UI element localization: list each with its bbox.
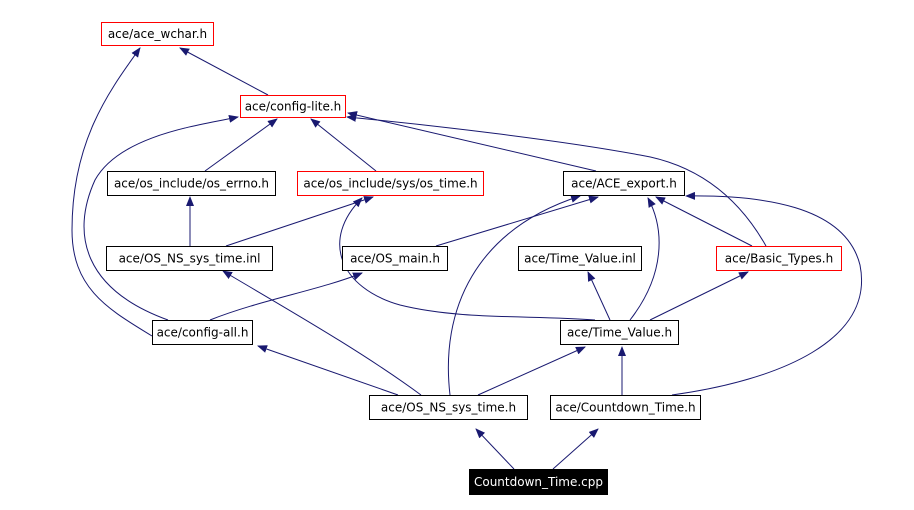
node-box — [107, 171, 276, 196]
node-os-errno[interactable]: ace/os_include/os_errno.h — [107, 171, 276, 196]
node-box — [563, 171, 685, 196]
node-label: ace/os_include/sys/os_time.h — [303, 177, 477, 191]
node-os-main[interactable]: ace/OS_main.h — [342, 246, 448, 271]
node-layer: ace/ace_wchar.h ace/config-lite.h ace/os_i… — [101, 22, 842, 495]
node-box — [716, 246, 842, 271]
node-label: ace/config-all.h — [157, 326, 249, 340]
edge-os-ns-h-to-config-all — [257, 345, 399, 396]
node-box — [297, 171, 484, 196]
edge-config-all-to-ace-wchar — [71, 47, 153, 337]
node-config-all[interactable]: ace/config-all.h — [152, 320, 253, 345]
node-box — [240, 95, 346, 118]
node-box — [101, 22, 214, 46]
node-label: ace/Countdown_Time.h — [555, 401, 695, 415]
node-ace-export[interactable]: ace/ACE_export.h — [563, 171, 685, 196]
edge-time-value-to-os-time — [339, 197, 596, 321]
edge-os-main-to-ace-export — [435, 195, 599, 247]
node-os-time[interactable]: ace/os_include/sys/os_time.h — [297, 171, 484, 196]
edge-time-value-to-basic-types — [649, 271, 749, 321]
edge-config-all-to-os-main — [209, 272, 363, 321]
edge-time-value-to-ace-export — [629, 197, 660, 321]
node-countdown-h[interactable]: ace/Countdown_Time.h — [550, 395, 701, 420]
node-os-ns-inl[interactable]: ace/OS_NS_sys_time.inl — [106, 246, 273, 271]
node-label: ace/Time_Value.inl — [524, 252, 636, 266]
node-box — [550, 395, 701, 420]
edge-config-all-to-config-lite — [83, 114, 239, 321]
node-label: ace/OS_main.h — [350, 252, 440, 266]
edge-layer — [71, 47, 863, 470]
node-tv-inl[interactable]: ace/Time_Value.inl — [518, 246, 642, 271]
node-label: ace/config-lite.h — [245, 100, 342, 114]
node-box — [560, 320, 679, 345]
node-box — [152, 320, 253, 345]
edge-basic-types-to-config-lite — [346, 113, 767, 247]
edge-os-ns-h-to-ace-export — [447, 194, 581, 396]
node-label: ace/OS_NS_sys_time.h — [381, 401, 516, 415]
node-label: ace/ACE_export.h — [571, 177, 677, 191]
edge-countdown-cpp-to-os-ns-h — [475, 428, 515, 470]
node-countdown-cpp: Countdown_Time.cpp — [469, 469, 608, 495]
node-label: ace/OS_NS_sys_time.inl — [119, 252, 261, 266]
node-label: ace/Time_Value.h — [567, 326, 672, 340]
node-box — [369, 395, 528, 420]
edge-os-ns-inl-to-os-time — [225, 196, 374, 247]
edge-ace-export-to-config-lite — [347, 111, 597, 172]
node-box — [106, 246, 273, 271]
node-basic-types[interactable]: ace/Basic_Types.h — [716, 246, 842, 271]
edge-os-ns-h-to-os-ns-inl — [222, 270, 422, 396]
edge-basic-types-to-ace-export — [655, 196, 753, 247]
node-os-ns-h[interactable]: ace/OS_NS_sys_time.h — [369, 395, 528, 420]
node-config-lite[interactable]: ace/config-lite.h — [240, 95, 346, 118]
edge-os-errno-to-config-lite — [204, 118, 278, 172]
edge-time-value-to-tv-inl — [587, 271, 611, 321]
edge-countdown-cpp-to-countdown-h — [552, 428, 599, 470]
node-label: ace/Basic_Types.h — [725, 252, 833, 266]
node-label: ace/ace_wchar.h — [108, 27, 207, 41]
node-ace-wchar[interactable]: ace/ace_wchar.h — [101, 22, 214, 46]
edge-os-time-to-config-lite — [310, 118, 377, 172]
node-box — [469, 469, 608, 495]
edge-countdown-h-to-ace-export — [671, 191, 863, 396]
node-box — [342, 246, 448, 271]
node-label: ace/os_include/os_errno.h — [114, 177, 269, 191]
node-label: Countdown_Time.cpp — [474, 475, 603, 489]
edge-config-lite-to-ace-wchar — [179, 47, 269, 96]
node-box — [518, 246, 642, 271]
edge-os-ns-h-to-time-value — [477, 346, 586, 396]
node-time-value[interactable]: ace/Time_Value.h — [560, 320, 679, 345]
